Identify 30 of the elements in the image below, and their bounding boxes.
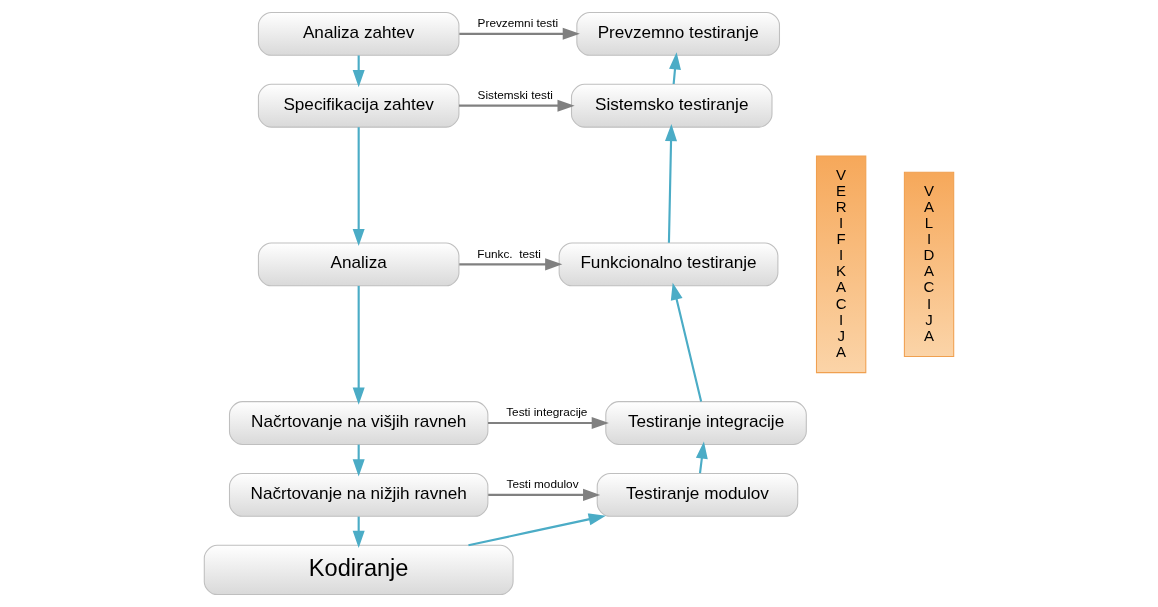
- arrow: [459, 258, 563, 271]
- arrow: [488, 417, 609, 430]
- edge-label: Sistemski testi: [477, 88, 553, 102]
- node-box: Prevzemno testiranje: [576, 11, 781, 56]
- node-box: VERIFIKACIJA: [815, 155, 867, 374]
- node-box: Funkcionalno testiranje: [558, 242, 779, 287]
- arrow: [669, 52, 681, 85]
- node-box: Analiza: [257, 242, 460, 287]
- arrow: [352, 127, 365, 247]
- edge-label: Testi integracije: [506, 405, 588, 419]
- edge-label: Testi modulov: [506, 477, 579, 491]
- arrow: [459, 27, 580, 40]
- node-box: Kodiranje: [203, 544, 514, 596]
- node-box: Sistemsko testiranje: [570, 83, 773, 128]
- node-box: Analiza zahtev: [257, 11, 460, 56]
- edge-label: Funkc. testi: [477, 246, 541, 260]
- node-box: Testiranje integracije: [605, 401, 807, 446]
- arrow: [695, 441, 708, 474]
- node-box: VALIDACIJA: [903, 171, 955, 358]
- arrow: [468, 513, 606, 547]
- node-box: Specifikacija zahtev: [257, 83, 460, 128]
- node-box: Načrtovanje na nižjih ravneh: [228, 472, 489, 517]
- node-box: Načrtovanje na višjih ravneh: [228, 401, 489, 446]
- arrow: [352, 285, 365, 405]
- edge-label: Prevzemni testi: [477, 16, 559, 30]
- arrow: [459, 99, 575, 112]
- node-box: Testiranje modulov: [596, 472, 799, 517]
- arrow: [665, 124, 678, 243]
- arrow: [488, 488, 601, 501]
- arrow: [670, 282, 703, 402]
